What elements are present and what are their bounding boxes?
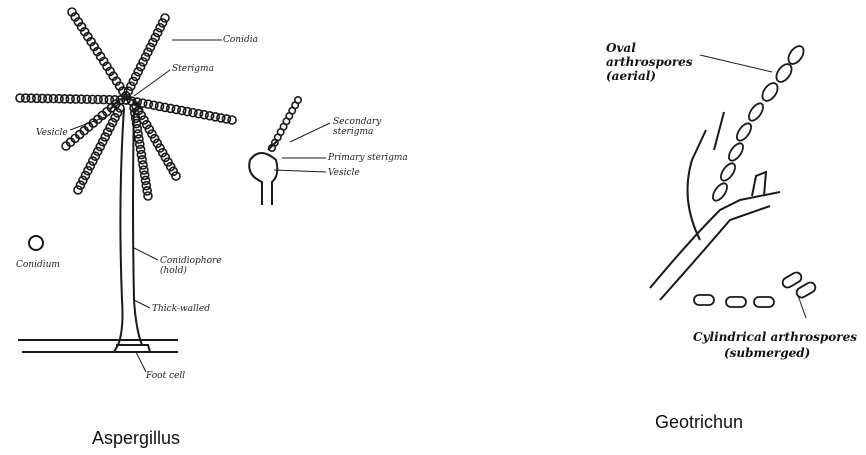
oval-arthrospore	[785, 43, 806, 66]
caption-geotrichum: Geotrichun	[655, 412, 743, 433]
cylindrical-arthrospores	[694, 271, 817, 307]
conidium-bead	[144, 192, 152, 200]
label-sterigma: Sterigma	[172, 64, 214, 74]
label-oval-arthrospores: Oval arthrospores (aerial)	[606, 41, 693, 83]
cylindrical-arthrospore	[694, 295, 714, 305]
conidium-bead	[89, 157, 97, 165]
conidiophore-stalk	[118, 108, 124, 345]
oval-arthrospore	[759, 80, 780, 103]
label-vesicle: Vesicle	[36, 128, 68, 138]
conidium-bead	[228, 116, 236, 124]
conidium-bead	[104, 128, 112, 136]
label-secondary-sterigma: Secondary sterigma	[333, 117, 381, 137]
conidium-bead	[109, 118, 117, 126]
foot-cell	[18, 340, 178, 352]
conidium-bead	[96, 143, 104, 151]
conidium-bead	[94, 147, 102, 155]
conidium-bead	[101, 133, 109, 141]
cylindrical-arthrospore	[726, 297, 746, 307]
conidium-bead	[295, 97, 301, 103]
oval-arthrospore	[718, 161, 738, 183]
oval-arthrospore-chain	[710, 43, 806, 203]
label-submerged: (submerged)	[724, 346, 810, 360]
conidium-bead	[79, 176, 87, 184]
conidium-bead	[84, 167, 92, 175]
label-vesicle-inset: Vesicle	[328, 168, 360, 178]
oval-arthrospore	[710, 181, 730, 203]
oval-arthrospore	[726, 141, 746, 163]
cylindrical-arthrospore	[781, 271, 803, 290]
cylindrical-arthrospore	[754, 297, 774, 307]
conidia-chains	[16, 8, 236, 200]
cylindrical-arthrospore	[795, 281, 817, 300]
label-conidium: Conidium	[16, 260, 60, 270]
leader-lines	[70, 40, 806, 372]
label-foot-cell: Foot cell	[146, 371, 185, 381]
label-thick-walled: Thick-walled	[152, 304, 210, 314]
conidium-cell	[29, 236, 43, 250]
geotrichum-drawing	[650, 112, 780, 300]
conidium-bead	[91, 152, 99, 160]
label-primary-sterigma: Primary sterigma	[328, 153, 408, 163]
conidium-bead	[111, 114, 119, 122]
conidium-bead	[106, 123, 114, 131]
oval-arthrospore	[773, 61, 794, 84]
conidium-bead	[86, 162, 94, 170]
conidium-bead	[76, 181, 84, 189]
conidium-bead	[81, 172, 89, 180]
caption-aspergillus: Aspergillus	[92, 428, 180, 449]
conidium-bead	[99, 138, 107, 146]
label-conidia: Conidia	[223, 35, 258, 45]
conidium-bead	[74, 186, 82, 194]
oval-arthrospore	[746, 101, 766, 123]
conidium-bead	[16, 94, 24, 102]
oval-arthrospore	[734, 121, 754, 143]
label-cylindrical-arthrospores: Cylindrical arthrospores	[693, 330, 857, 344]
label-conidiophore: Conidiophore (hold)	[160, 256, 222, 276]
